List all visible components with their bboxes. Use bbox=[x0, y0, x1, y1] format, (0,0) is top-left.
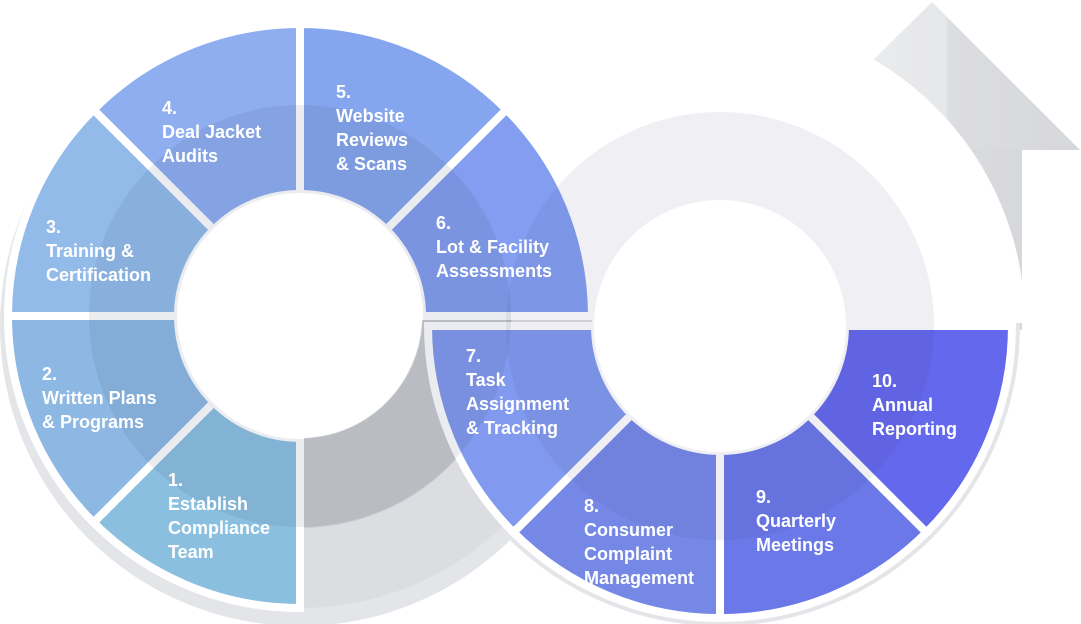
segment-number: 3. bbox=[46, 217, 61, 237]
segment-label-line: Quarterly bbox=[756, 511, 836, 531]
right-ring-hole bbox=[595, 201, 845, 451]
segment-label-line: Annual bbox=[872, 395, 933, 415]
segment-number: 5. bbox=[336, 82, 351, 102]
segment-label-line: Management bbox=[584, 568, 694, 588]
segment-label-line: Reporting bbox=[872, 419, 957, 439]
left-ring-shading bbox=[89, 105, 511, 527]
segment-label-line: Compliance bbox=[168, 518, 270, 538]
segment-3-label: 3. Training & Certification bbox=[46, 217, 151, 285]
segment-label-line: Certification bbox=[46, 265, 151, 285]
segment-label-line: Assessments bbox=[436, 261, 552, 281]
segment-label-line: Complaint bbox=[584, 544, 672, 564]
segment-label-line: Assignment bbox=[466, 394, 569, 414]
segment-label-line: & Tracking bbox=[466, 418, 558, 438]
segment-number: 8. bbox=[584, 496, 599, 516]
segment-number: 2. bbox=[42, 364, 57, 384]
segment-label-line: Team bbox=[168, 542, 214, 562]
segment-number: 1. bbox=[168, 470, 183, 490]
segment-number: 7. bbox=[466, 346, 481, 366]
segment-label-line: Training & bbox=[46, 241, 134, 261]
segment-number: 6. bbox=[436, 213, 451, 233]
segment-label-line: Written Plans bbox=[42, 388, 157, 408]
segment-label-line: & Programs bbox=[42, 412, 144, 432]
segment-label-line: & Scans bbox=[336, 154, 407, 174]
segment-number: 9. bbox=[756, 487, 771, 507]
segment-label-line: Task bbox=[466, 370, 507, 390]
segment-label-line: Consumer bbox=[584, 520, 673, 540]
segment-2-label: 2. Written Plans & Programs bbox=[42, 364, 157, 432]
right-ring-shading bbox=[506, 112, 934, 540]
segment-number: 10. bbox=[872, 371, 897, 391]
segment-label-line: Establish bbox=[168, 494, 248, 514]
segment-number: 4. bbox=[162, 98, 177, 118]
segment-label-line: Website bbox=[336, 106, 405, 126]
segment-label-line: Lot & Facility bbox=[436, 237, 549, 257]
segments-layer bbox=[3, 18, 1025, 623]
segment-label-line: Audits bbox=[162, 146, 218, 166]
left-ring-hole bbox=[178, 194, 422, 438]
segment-label-line: Reviews bbox=[336, 130, 408, 150]
segment-label-line: Deal Jacket bbox=[162, 122, 261, 142]
segment-label-line: Meetings bbox=[756, 535, 834, 555]
